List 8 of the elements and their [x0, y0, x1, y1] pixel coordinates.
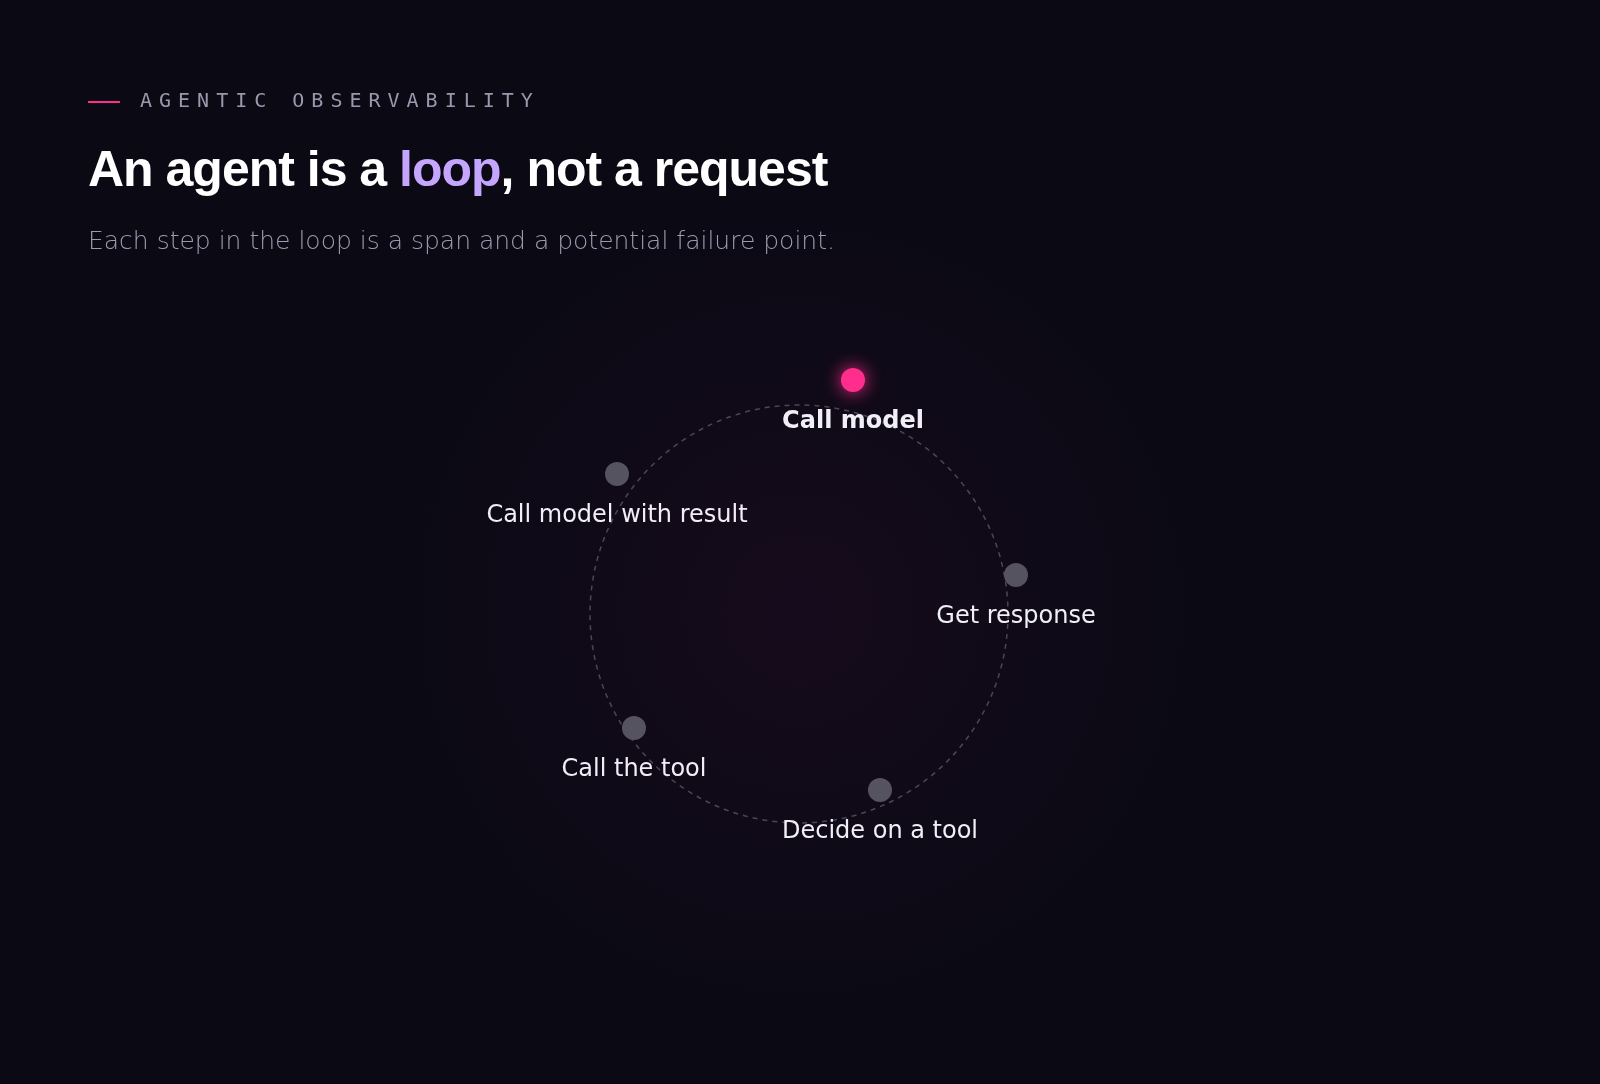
eyebrow-text: AGENTIC OBSERVABILITY: [140, 88, 540, 112]
step-label: Call model with result: [485, 500, 749, 528]
step-label: Get response: [935, 601, 1097, 629]
step-label: Decide on a tool: [780, 816, 979, 844]
step-label: Call model: [781, 406, 925, 434]
subtitle: Each step in the loop is a span and a potential failure point.: [88, 226, 835, 255]
title: An agent is a loop, not a request: [88, 140, 828, 198]
step-label: Call the tool: [560, 754, 708, 782]
